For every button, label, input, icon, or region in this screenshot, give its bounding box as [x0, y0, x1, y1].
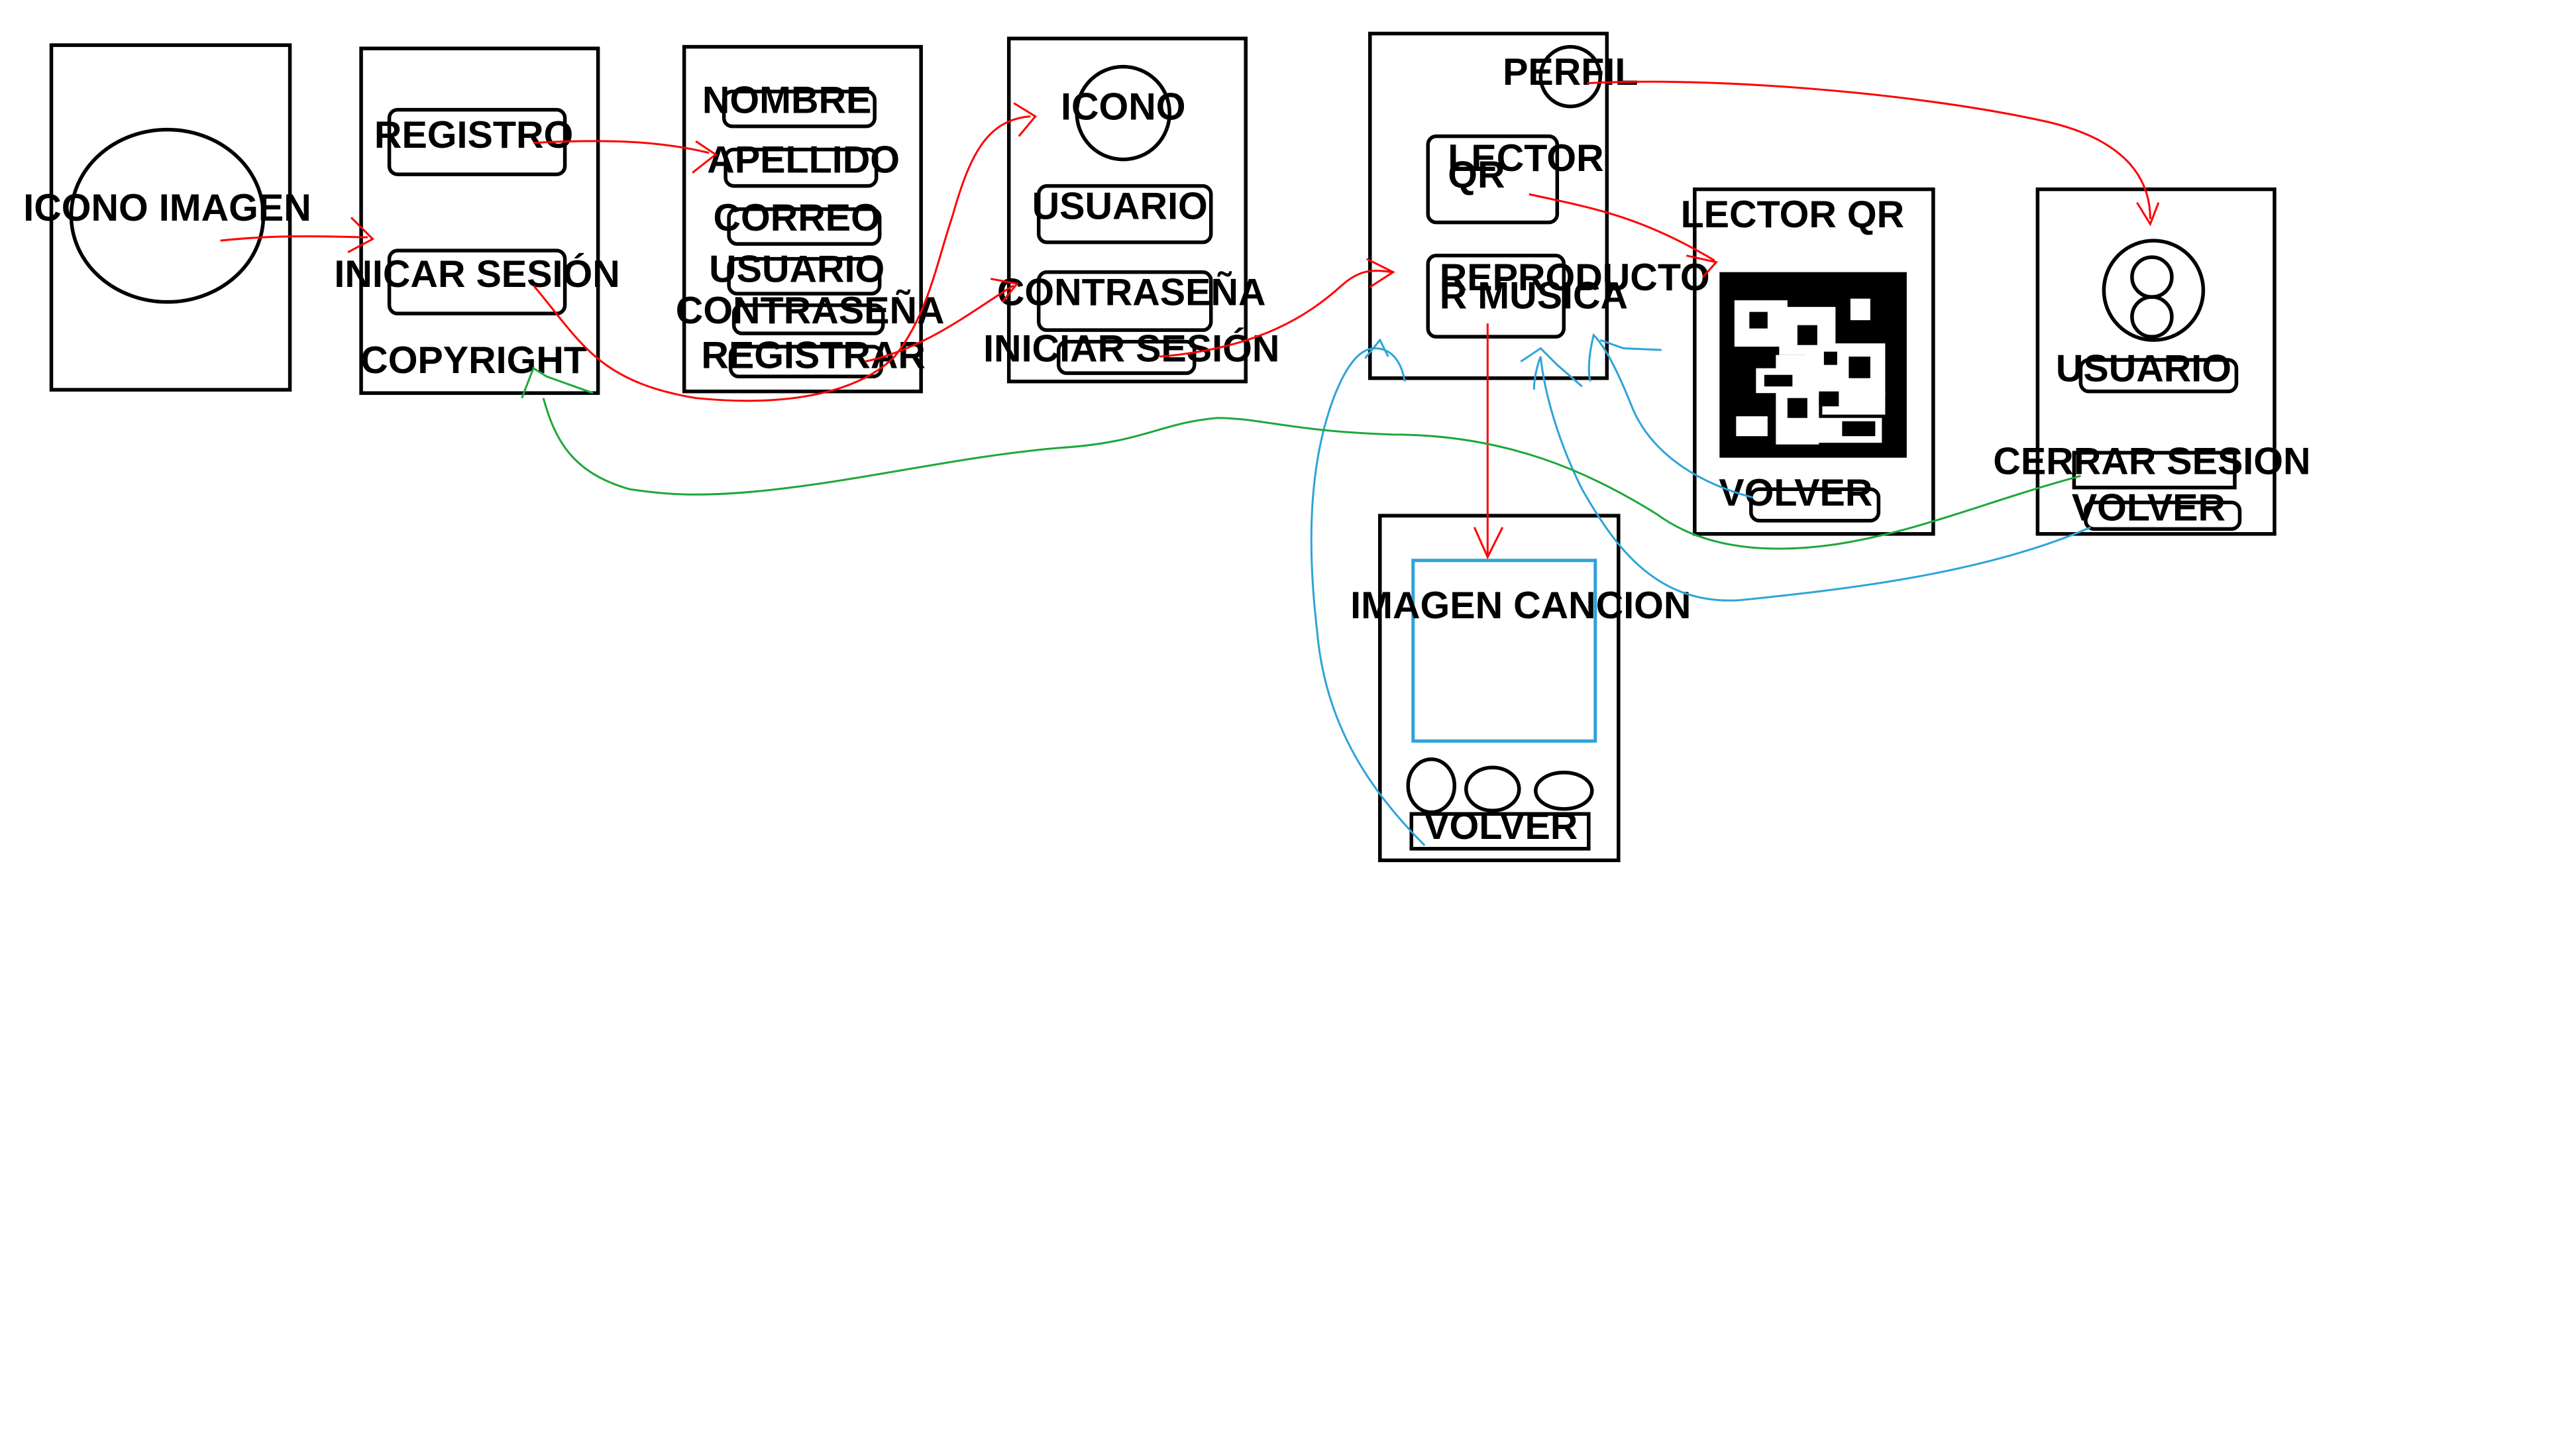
login-icon-circle — [1075, 64, 1171, 162]
arrow-splash-to-home — [220, 235, 368, 242]
profile-usuario-label: USUARIO — [2056, 348, 2231, 390]
profile-usuario-field[interactable] — [2078, 358, 2239, 394]
iniciar-sesion-button[interactable] — [1056, 339, 1197, 375]
correo-label: CORREO — [713, 197, 880, 239]
nombre-label: NOMBRE — [702, 80, 872, 122]
profile-button[interactable] — [1538, 44, 1603, 109]
register-button-label: REGISTRO — [374, 114, 573, 156]
login-contrasena-field[interactable] — [1036, 270, 1213, 332]
profile-avatar-circle — [2102, 239, 2206, 342]
qr-screen-title: LECTOR QR — [1681, 193, 1905, 236]
arrowhead-menu-to-qr — [1686, 254, 1719, 278]
usuario-field[interactable] — [727, 256, 882, 296]
player-button-label-line1: REPRODUCTO — [1440, 256, 1710, 299]
song-image-label: IMAGEN CANCION — [1350, 584, 1691, 627]
correo-field[interactable] — [727, 207, 882, 246]
profile-back-button[interactable] — [2084, 500, 2242, 531]
qr-code-image — [1719, 272, 1907, 458]
arrow-player-back-to-menu — [1310, 347, 1426, 846]
login-button[interactable] — [387, 248, 567, 315]
profile-screen-frame — [2035, 187, 2277, 536]
arrowhead-qr-back — [1599, 339, 1662, 351]
arrow-register-to-login — [864, 284, 1014, 363]
registrar-label: REGISTRAR — [701, 335, 926, 377]
login-usuario-field[interactable] — [1036, 184, 1213, 245]
arrowhead-home-to-register — [692, 140, 718, 174]
qr-screen-frame — [1693, 187, 1935, 536]
next-track-button[interactable] — [1534, 771, 1594, 811]
qr-reader-button[interactable] — [1426, 134, 1560, 225]
usuario-label: USUARIO — [709, 248, 885, 291]
arrow-login-to-menu — [1159, 270, 1392, 358]
profile-button-label: PERFIL — [1503, 51, 1638, 93]
arrowhead-login-to-menu — [1366, 258, 1395, 288]
music-player-button[interactable] — [1426, 253, 1566, 339]
arrow-profile-back-to-menu — [1532, 356, 2092, 602]
copyright-label: COPYRIGHT — [360, 339, 587, 382]
profile-avatar-body — [2130, 295, 2174, 339]
contrasena-field[interactable] — [731, 303, 885, 335]
apellido-field[interactable] — [724, 147, 879, 188]
song-image-box — [1411, 559, 1597, 743]
registrar-button[interactable] — [728, 345, 883, 378]
login-usuario-label: USUARIO — [1032, 186, 1208, 228]
player-screen-frame — [1378, 514, 1621, 863]
player-back-label: VOLVER — [1424, 805, 1578, 848]
splash-icon-circle — [69, 127, 266, 304]
nombre-field[interactable] — [722, 89, 877, 129]
arrowhead-home-to-login — [1013, 102, 1037, 137]
login-icon-label: ICONO — [1061, 86, 1185, 129]
arrowhead-register-to-login — [990, 278, 1019, 303]
splash-screen-frame — [49, 43, 292, 392]
home-screen-frame — [359, 46, 600, 395]
logout-label: CERRAR SESION — [1993, 441, 2310, 483]
qr-button-label-line2: QR — [1448, 154, 1505, 196]
arrowhead-player-back — [1364, 338, 1389, 359]
login-screen-frame — [1006, 36, 1248, 384]
iniciar-sesion-label: INICIAR SESIÓN — [983, 328, 1279, 370]
play-button[interactable] — [1464, 765, 1521, 813]
back-flow-arrows — [1310, 333, 2092, 846]
qr-button-label-line1: LECTOR — [1448, 137, 1603, 180]
arrow-qr-back-to-menu — [1587, 333, 1753, 499]
arrow-menu-to-profile — [1587, 80, 2151, 219]
splash-icon-label: ICONO IMAGEN — [23, 187, 311, 229]
contrasena-label: CONTRASEÑA — [676, 290, 945, 332]
player-button-label-line2: R MUSICA — [1440, 275, 1628, 317]
qr-back-label: VOLVER — [1719, 472, 1872, 514]
logout-button[interactable] — [2072, 451, 2237, 490]
arrow-menu-to-qr — [1529, 193, 1715, 262]
profile-avatar-head — [2130, 255, 2174, 299]
arrow-home-to-login — [532, 115, 1031, 402]
arrowhead-menu-to-player — [1473, 527, 1504, 560]
apellido-label: APELLIDO — [707, 139, 900, 182]
arrowhead-splash-to-home — [347, 217, 375, 253]
arrow-home-to-register — [533, 140, 710, 154]
login-button-label: INICAR SESIÓN — [334, 253, 619, 296]
navigation-flow-arrows — [220, 80, 2160, 560]
register-screen-frame — [682, 44, 923, 394]
arrow-logout-to-home — [542, 398, 2081, 550]
arrowhead-logout-to-home — [521, 366, 594, 399]
arrowhead-menu-to-profile — [2136, 201, 2160, 227]
profile-back-label: VOLVER — [2072, 487, 2226, 529]
arrowhead-profile-back — [1520, 347, 1583, 388]
logout-flow-arrow — [521, 366, 2081, 550]
login-contrasena-label: CONTRASEÑA — [997, 272, 1266, 314]
qr-back-button[interactable] — [1749, 487, 1881, 523]
